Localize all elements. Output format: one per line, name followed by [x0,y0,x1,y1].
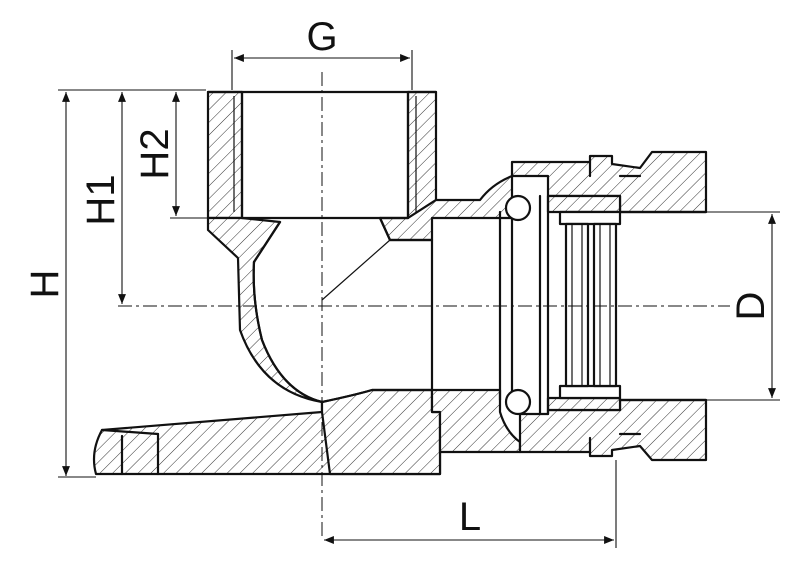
dimension-labels: G H H1 H2 D L [23,15,773,539]
elbow-upper-wall [378,174,514,242]
dimension-lines [58,50,780,548]
o-ring-bottom [504,388,532,416]
sleeve-bottom [546,396,622,412]
dim-label-h1: H1 [79,174,123,225]
dim-label-l: L [459,495,481,539]
socket-threads [233,90,417,220]
outlet-lower-wall [430,388,522,454]
socket-right-wall [406,90,438,220]
bore-outlines [206,90,438,404]
mounting-foot-slot [100,428,160,476]
socket-left-wall [206,90,244,220]
compression-end [498,150,708,462]
center-lines [118,72,730,540]
dim-label-g: G [306,15,337,59]
elbow-bend-wall [320,388,442,476]
sleeve-top [546,194,622,214]
dim-label-h2: H2 [133,128,177,179]
grooves [564,222,618,388]
dim-label-h: H [23,270,67,299]
dim-label-d: D [729,292,773,321]
o-ring-top [504,194,532,222]
